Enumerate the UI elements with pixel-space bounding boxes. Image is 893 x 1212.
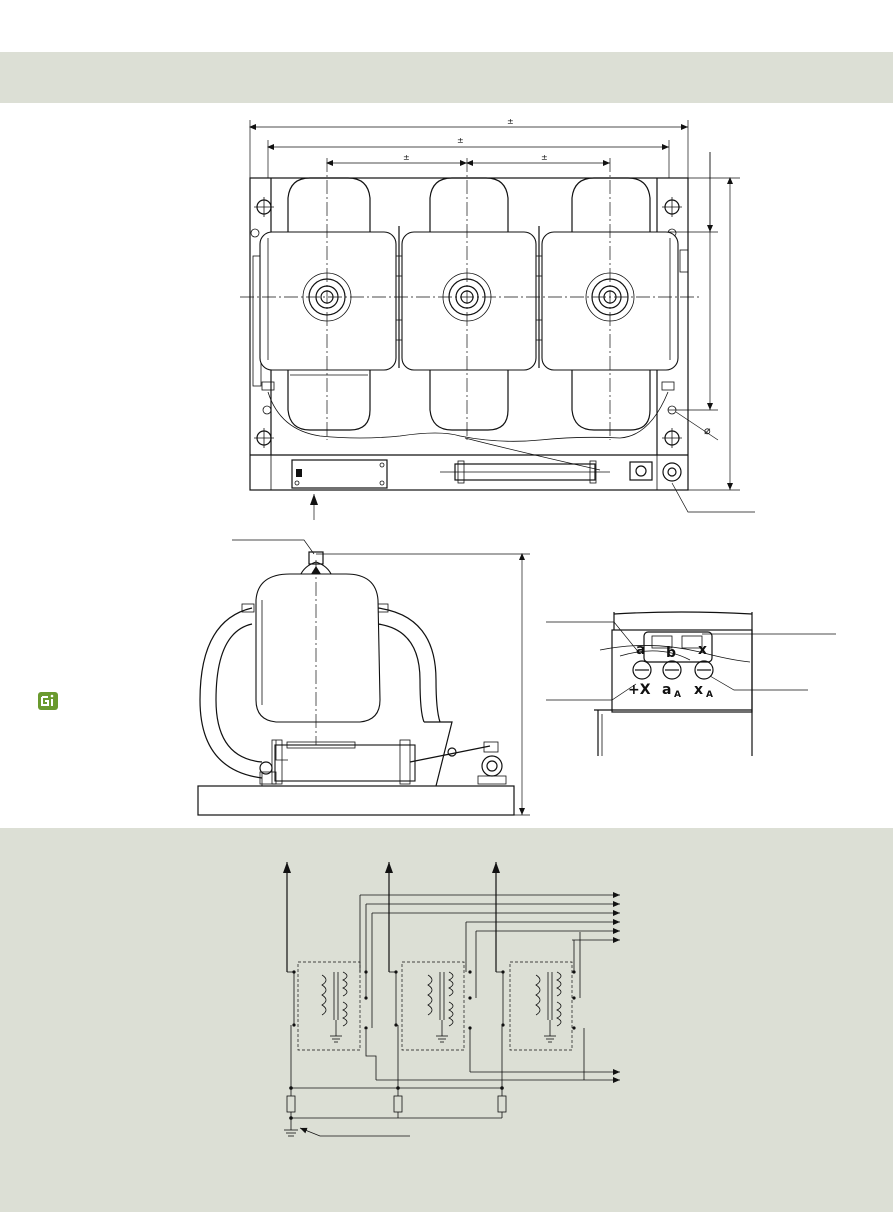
diameter-symbol: ⌀ [704, 424, 711, 437]
transformer-top-1 [259, 177, 397, 431]
wiring-schematic [283, 862, 620, 1137]
terminal-b-label: b [666, 645, 676, 661]
dim-mark-3: ± [403, 153, 410, 162]
header-band [0, 52, 893, 103]
terminal-xa-sub: A [706, 690, 713, 700]
company-logo-icon [38, 692, 58, 710]
top-view: ± ± ± ± [240, 117, 755, 520]
nameplate [291, 459, 388, 489]
schematic-unit-2 [394, 922, 477, 1072]
terminal-x-label: x [698, 642, 707, 658]
terminal-aa-sub: A [674, 690, 681, 700]
dim-mark-1: ± [507, 117, 514, 126]
schematic-panel [0, 828, 893, 1212]
transformer-top-2 [401, 177, 537, 431]
terminal-detail: a b x +X a A x A [546, 611, 836, 756]
schematic-unit-3 [501, 932, 585, 1080]
terminal-aa-label: a [662, 682, 671, 698]
dim-mark-2: ± [457, 136, 464, 145]
terminal-xa-label: x [694, 682, 703, 698]
schematic-unit-1 [292, 895, 377, 1080]
terminal-plus-x-label: +X [628, 682, 651, 698]
side-view [197, 539, 530, 816]
terminal-a-label: a [636, 642, 645, 658]
dimension-lines [249, 120, 740, 491]
dim-mark-4: ± [541, 153, 548, 162]
